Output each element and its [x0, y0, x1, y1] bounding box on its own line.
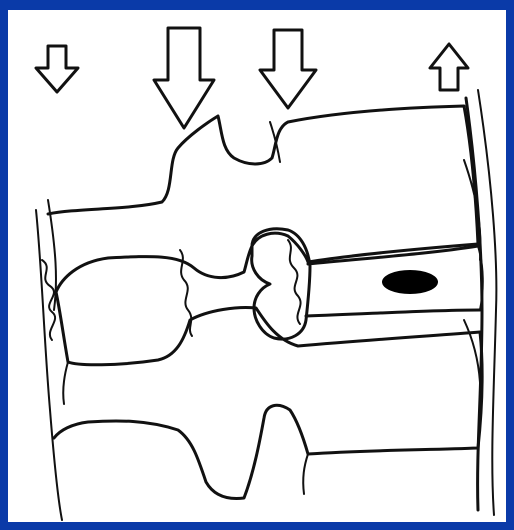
posterior-disc [304, 244, 484, 318]
posterior-lines [463, 89, 498, 516]
up-arrow-small [428, 42, 470, 92]
wavy-annulus-right [287, 239, 302, 325]
down-arrow-large [152, 26, 216, 130]
diagram-panel [8, 10, 506, 522]
dark-lesion [382, 270, 438, 294]
down-arrow-small [34, 44, 80, 94]
lower-vertebra [52, 290, 484, 500]
anterior-lines [35, 199, 63, 521]
upper-vertebra [46, 104, 480, 294]
down-arrow-medium [258, 28, 318, 110]
intervertebral-disc-nucleus [250, 227, 312, 341]
force-arrows [34, 26, 470, 130]
spine-diagram [34, 26, 498, 521]
wavy-annulus-left [41, 259, 57, 341]
